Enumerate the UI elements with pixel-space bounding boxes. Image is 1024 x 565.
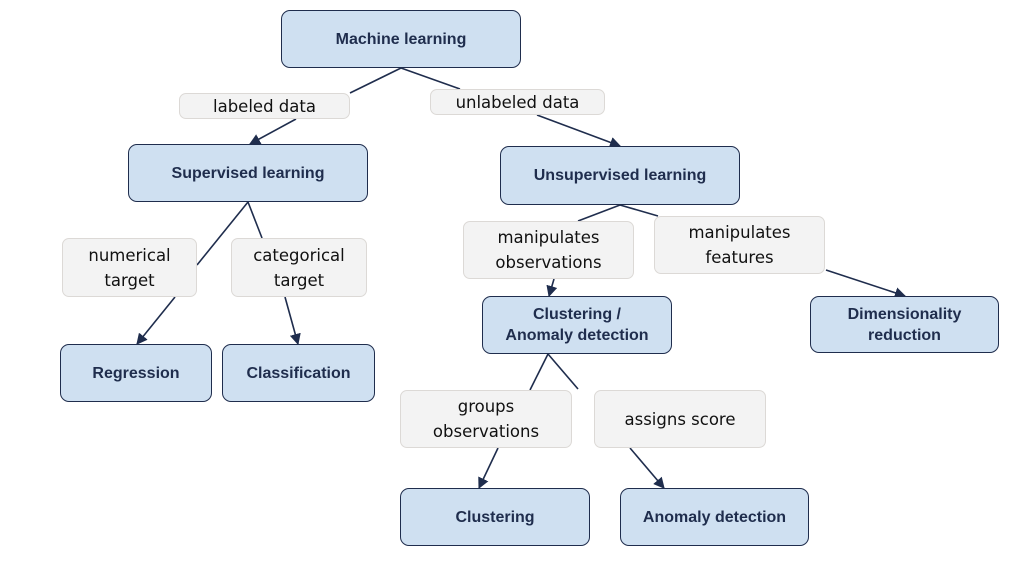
node-dimensionality-reduction: Dimensionality reduction	[810, 296, 999, 353]
edge-categorical-classification	[284, 296, 301, 346]
edge-supervised-numerical	[196, 201, 249, 266]
label-labeled-data: labeled data	[179, 93, 350, 119]
node-regression: Regression	[60, 344, 212, 402]
node-clustering-anomaly-detection: Clustering / Anomaly detection	[482, 296, 672, 354]
edge-ml-unlabeled	[400, 67, 461, 90]
node-anomaly-detection: Anomaly detection	[620, 488, 809, 546]
label-assigns-score: assigns score	[594, 390, 766, 448]
node-unsupervised-learning: Unsupervised learning	[500, 146, 740, 205]
label-numerical-target: numerical target	[62, 238, 197, 297]
label-manipulates-features: manipulates features	[654, 216, 825, 274]
label-groups-observations: groups observations	[400, 390, 572, 448]
edge-ca-score	[547, 353, 579, 390]
edge-supervised-categorical	[247, 201, 263, 239]
edge-unlabeled-unsupervised	[536, 114, 622, 148]
label-unlabeled-data: unlabeled data	[430, 89, 605, 115]
edge-observations-clustering-anomaly	[546, 278, 558, 298]
edge-unsupervised-observations	[577, 204, 621, 222]
edge-features-dimred	[825, 269, 907, 299]
node-classification: Classification	[222, 344, 375, 402]
edge-groups-clustering	[478, 447, 499, 490]
node-supervised-learning: Supervised learning	[128, 144, 368, 202]
label-manipulates-observations: manipulates observations	[463, 221, 634, 279]
edge-score-anomaly	[629, 447, 665, 489]
label-categorical-target: categorical target	[231, 238, 367, 297]
node-machine-learning: Machine learning	[281, 10, 521, 68]
node-clustering: Clustering	[400, 488, 590, 546]
edge-ca-groups	[529, 353, 549, 391]
edge-ml-labeled	[349, 67, 402, 94]
edge-unsupervised-features	[619, 204, 659, 217]
edge-labeled-supervised	[249, 118, 297, 145]
edge-numerical-regression	[136, 296, 176, 345]
